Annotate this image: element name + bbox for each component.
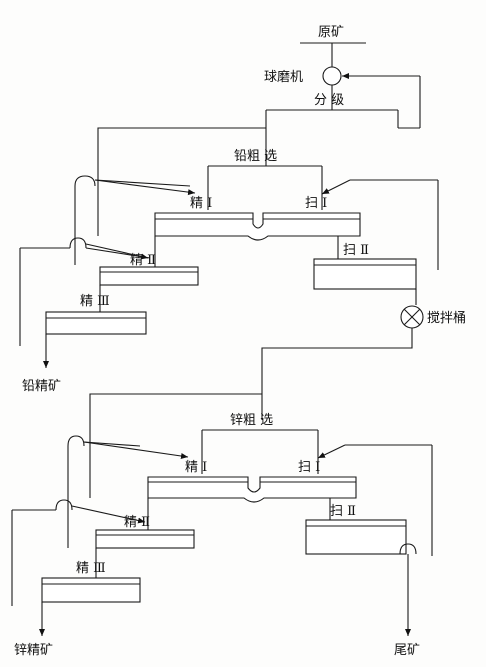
zn-scav1-label: 扫 Ⅰ — [298, 460, 320, 475]
zn-cleaner1-label: 精 Ⅰ — [185, 460, 207, 475]
pb-cleaner2-label: 精 Ⅱ — [130, 253, 156, 268]
pb-rougher: 铅粗 选 — [207, 149, 323, 210]
zn-tailings-hop — [399, 543, 417, 555]
zn-to-cleaner2-arrow — [71, 505, 146, 524]
pb-rougher-label: 铅粗 选 — [234, 149, 277, 164]
pb-flow-lines — [19, 127, 439, 368]
ball-mill-symbol — [322, 66, 342, 86]
zn-concentrate-label: 锌精矿 — [14, 643, 53, 658]
pb-to-cleaner1-arrow — [94, 179, 196, 196]
agitator: 搅拌桶 — [261, 305, 466, 420]
zn-to-scav1-arrow — [317, 444, 346, 459]
zn-flow-lines — [11, 393, 433, 636]
tailings-label: 尾矿 — [394, 643, 420, 658]
pb-scav-return — [350, 179, 439, 270]
pb-cleaner1-scav1-cell — [154, 212, 361, 241]
pb-return-line-a — [97, 127, 266, 236]
pb-cleaner1-label: 精 Ⅰ — [190, 196, 212, 211]
pb-concentrate-label: 铅精矿 — [22, 379, 61, 394]
ball-mill-label: 球磨机 — [264, 70, 303, 85]
zn-scav-return — [345, 444, 433, 556]
classifier: 分 级 — [265, 73, 421, 166]
raw-ore-feed: 原矿 — [300, 25, 366, 68]
pb-to-scav1-arrow — [321, 179, 351, 195]
zn-cleaner3: 精 Ⅲ — [41, 561, 141, 603]
pb-scav2-label: 扫 Ⅱ — [343, 243, 369, 258]
pb-cleaner2-cell — [99, 266, 199, 286]
zn-cleaner1-scav1-cell — [147, 476, 357, 503]
pb-return-line-c — [20, 237, 151, 259]
agitator-label: 搅拌桶 — [427, 310, 466, 326]
pb-cleaner3-label: 精 Ⅲ — [80, 294, 110, 309]
pb-cleaner1-scav1-bank: 精 Ⅰ 扫 Ⅰ — [154, 196, 361, 241]
pb-to-cleaner2-arrow — [85, 243, 149, 260]
pb-cleaner3: 精 Ⅲ — [45, 294, 147, 335]
pb-scav1-label: 扫 Ⅰ — [305, 196, 327, 211]
raw-ore-label: 原矿 — [318, 25, 344, 40]
zn-scav2-label: 扫 Ⅱ — [330, 504, 356, 519]
pb-return-line-b — [74, 175, 191, 265]
classification-label: 分 级 — [314, 93, 344, 108]
ball-mill: 球磨机 — [264, 66, 342, 110]
pb-scav2-cell — [313, 258, 417, 290]
zn-return-line-b — [67, 435, 141, 548]
zn-rougher: 锌粗 选 — [201, 413, 319, 474]
pb-cleaner3-cell — [45, 311, 147, 335]
pb-scav2: 扫 Ⅱ — [313, 243, 417, 290]
zn-scav2-cell — [305, 519, 407, 555]
zn-cleaner3-cell — [41, 577, 141, 603]
zn-return-line-a — [89, 393, 262, 498]
pb-cleaner2: 精 Ⅱ — [99, 253, 199, 286]
agitator-to-zn-rougher — [261, 328, 413, 420]
zn-to-cleaner1-arrow — [83, 441, 189, 459]
zn-cleaner3-label: 精 Ⅲ — [76, 561, 106, 576]
agitator-x2 — [403, 308, 421, 326]
zn-cleaner2-cell — [95, 529, 195, 549]
zn-cleaner2-label: 精 Ⅱ — [124, 515, 150, 530]
zn-return-line-c — [12, 499, 73, 511]
zn-cleaner1-scav1-bank: 精 Ⅰ 扫 Ⅰ — [147, 460, 357, 503]
zn-rougher-label: 锌粗 选 — [230, 413, 273, 428]
zn-scav2: 扫 Ⅱ — [305, 504, 407, 555]
zn-cleaner2: 精 Ⅱ — [95, 515, 195, 549]
